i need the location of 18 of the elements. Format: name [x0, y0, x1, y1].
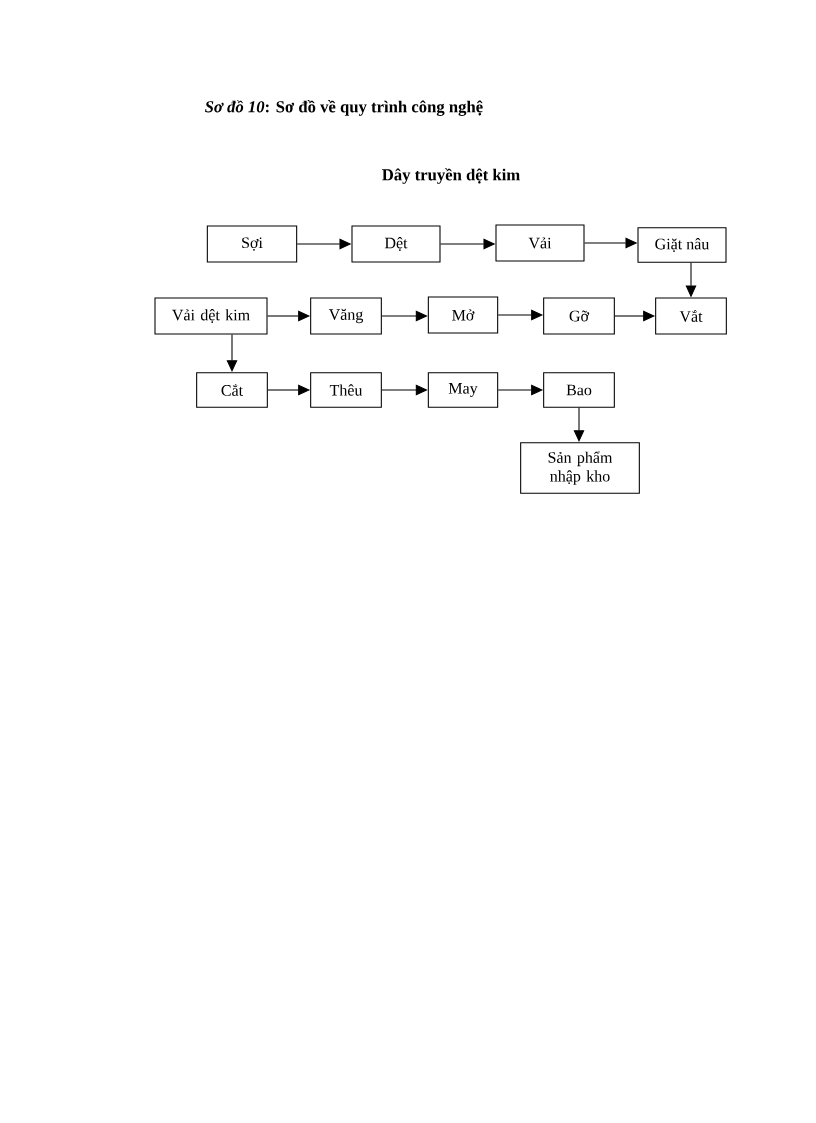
- process-box: Sản phẩm nhập kho: [520, 442, 640, 494]
- process-box: Mở: [427, 296, 499, 334]
- arrow: [381, 310, 428, 322]
- process-box: Văng: [310, 297, 382, 335]
- process-box: Vải: [495, 224, 585, 262]
- process-box: Dệt: [351, 225, 441, 263]
- process-box: Bao: [543, 372, 615, 408]
- arrow: [381, 384, 428, 396]
- subtitle: Dây truyền dệt kim: [382, 168, 520, 184]
- process-box: Vải dệt kim: [154, 297, 268, 335]
- process-box: Sợi: [206, 225, 298, 263]
- process-box: Thêu: [310, 372, 382, 408]
- heading: Sơ đồ 10: Sơ đồ về quy trình công nghệ: [205, 100, 483, 116]
- process-box: Giặt nâu: [637, 227, 727, 263]
- process-box: Cắt: [196, 372, 268, 408]
- process-box: May: [427, 372, 499, 408]
- process-box: Gỡ: [543, 297, 615, 335]
- process-box: Vắt: [655, 297, 727, 335]
